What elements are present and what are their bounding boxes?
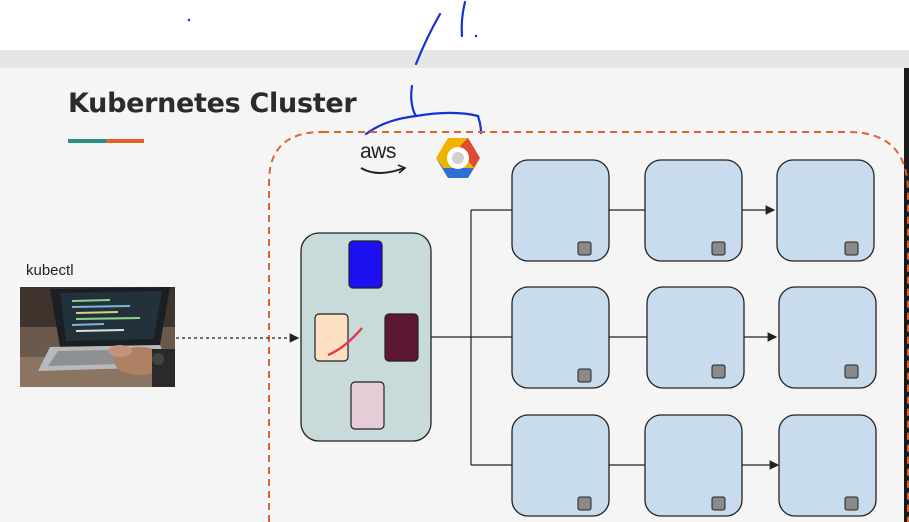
pen-annotation <box>364 0 483 136</box>
kubectl-label: kubectl <box>26 262 74 279</box>
laptop-photo-icon <box>20 287 175 387</box>
worker-node <box>644 414 743 517</box>
pen-dot <box>474 34 478 38</box>
worker-node <box>778 286 877 389</box>
worker-node <box>776 159 875 262</box>
viewer-toolbar-strip <box>0 50 909 68</box>
aws-logo-icon: aws <box>360 140 396 163</box>
worker-node <box>511 414 610 517</box>
worker-node <box>644 159 743 262</box>
api-server-component <box>348 240 383 289</box>
pen-stroke <box>327 327 363 357</box>
etcd-component <box>350 381 385 430</box>
pen-dot <box>187 18 191 22</box>
worker-node <box>646 286 745 389</box>
annotation-area <box>0 0 909 50</box>
title-accent-teal <box>68 139 106 143</box>
google-cloud-logo-icon <box>436 138 480 178</box>
title-accent-orange <box>106 139 144 143</box>
cluster-boundary <box>268 131 909 522</box>
slide-title: Kubernetes Cluster <box>68 88 357 119</box>
worker-node <box>511 286 610 389</box>
worker-node <box>778 414 877 517</box>
aws-smile <box>360 167 405 174</box>
slide-right-border <box>904 68 909 522</box>
controller-component <box>384 313 419 362</box>
worker-node <box>511 159 610 262</box>
connectors <box>431 205 780 470</box>
